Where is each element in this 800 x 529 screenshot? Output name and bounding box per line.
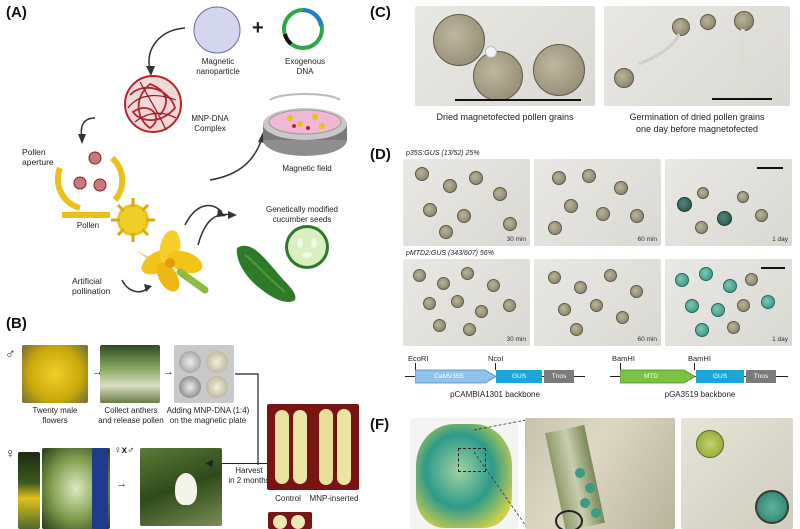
panel-c-label: (C): [370, 4, 391, 21]
pmtd2-30min-micrograph: 30 min: [403, 259, 530, 346]
anthers-photo: [100, 345, 160, 403]
harvest-arrow: [222, 463, 272, 464]
ncoi-site-label: NcoI: [488, 354, 504, 363]
scale-bar: [761, 267, 785, 269]
panel-a-label: (A): [6, 4, 27, 21]
time-label: 1 day: [772, 336, 788, 343]
twenty-male-flowers-label: Twenty male flowers: [32, 406, 78, 425]
arrow-icon: [148, 27, 186, 71]
germinated-pollen-micrograph: [604, 6, 790, 106]
female-symbol: ♀: [5, 445, 16, 461]
pmtd2-60min-micrograph: 60 min: [534, 259, 661, 346]
pollen-aperture-icon: [54, 151, 126, 218]
gm-seeds-label: Genetically modified cucumber seeds: [265, 205, 339, 224]
zoom-lines: [474, 419, 527, 527]
harvested-cucumbers-photo: [267, 404, 359, 490]
nanoparticle-label: Magnetic nanoparticle: [196, 57, 240, 76]
bamhi-site-label: BamHI: [612, 354, 635, 363]
time-label: 30 min: [506, 336, 526, 343]
pollen-grain-icon: [111, 198, 155, 242]
row1-title: p35S:GUS (13/52) 25%: [406, 150, 480, 157]
magnetic-plate-photo: [174, 345, 234, 403]
scale-bar: [455, 99, 581, 101]
mtd-promoter-arrow: [620, 369, 696, 384]
germination-caption: Germination of dried pollen grains one d…: [629, 112, 765, 134]
bamhi-site-label: BamHI: [688, 354, 711, 363]
site-tick: [495, 363, 496, 370]
cucumber-slice-photo: [268, 512, 312, 529]
p35s-60min-micrograph: 60 min: [534, 159, 661, 246]
magnetic-plate-icon: [263, 93, 347, 156]
ruler-photo: [92, 448, 108, 529]
construct2-backbone-label: pGA3519 backbone: [664, 390, 736, 399]
site-tick: [620, 363, 621, 370]
arrow-icon: →: [163, 366, 174, 378]
adding-mnp-label: Adding MNP-DNA (1:4) on the magnetic pla…: [166, 406, 250, 425]
cucumber-flower-icon: [135, 230, 209, 294]
exogenous-dna-label: Exogenous DNA: [284, 57, 326, 76]
camv35s-label: CaMV35S: [434, 373, 464, 380]
male-flowers-photo: [22, 345, 88, 403]
mnp-dna-complex-icon: [124, 75, 182, 133]
time-label: 30 min: [506, 236, 526, 243]
zoomed-ovary-micrograph: [525, 418, 675, 529]
scale-bar: [757, 167, 783, 169]
arrow-icon: ◀: [205, 458, 213, 469]
scale-bar: [712, 98, 772, 100]
control-label: Control: [275, 494, 301, 503]
panel-a-illustration: [54, 6, 347, 302]
arrow-icon: →: [116, 478, 127, 490]
collect-anthers-label: Collect anthers and release pollen: [98, 406, 164, 425]
p35s-1day-micrograph: 1 day: [665, 159, 792, 246]
cucumber-icon: [236, 225, 329, 302]
ecori-site-label: EcoRI: [408, 354, 429, 363]
pollen-label: Pollen: [76, 221, 100, 230]
panel-b-label: (B): [6, 315, 27, 332]
tnos-box: Tnos: [544, 370, 574, 383]
gus-pollen-micrograph: [681, 418, 793, 529]
panel-f-label: (F): [370, 416, 390, 433]
magnetic-field-label: Magnetic field: [282, 164, 332, 173]
tnos-box: Tnos: [746, 370, 776, 383]
construct1-backbone-label: pCAMBIA1301 backbone: [450, 390, 540, 399]
male-symbol: ♂: [5, 345, 16, 361]
time-label: 60 min: [637, 336, 657, 343]
gus-stained-ovary-photo: [410, 418, 518, 529]
gus-gene-box: GUS: [696, 370, 744, 383]
nanoparticle-icon: [193, 6, 241, 54]
pmtd2-1day-micrograph: 1 day: [665, 259, 792, 346]
dried-pollen-micrograph: [415, 6, 595, 106]
plasmid-dna-icon: [282, 8, 324, 50]
mnp-inserted-label: MNP-inserted: [309, 494, 359, 503]
time-label: 1 day: [772, 236, 788, 243]
arrow-icon: →: [92, 366, 103, 378]
pollinated-flower-photo: [140, 448, 222, 526]
pollen-aperture-label: Pollen aperture: [22, 147, 54, 167]
female-flower-photo: [18, 452, 40, 529]
p35s-30min-micrograph: 30 min: [403, 159, 530, 246]
plus-sign: +: [252, 17, 264, 39]
site-tick: [694, 363, 695, 370]
mtd-label: MTD: [643, 373, 659, 380]
camv35s-promoter-arrow: [415, 369, 497, 384]
connector-line: [235, 373, 259, 465]
artificial-pollination-label: Artificial pollination: [72, 276, 111, 296]
panel-d-label: (D): [370, 146, 391, 163]
time-label: 60 min: [637, 236, 657, 243]
mnp-dna-complex-label: MNP-DNA Complex: [191, 114, 229, 133]
row2-title: pMTD2:GUS (343/607) 56%: [406, 250, 494, 257]
gus-gene-box: GUS: [496, 370, 542, 383]
dried-pollen-caption: Dried magnetofected pollen grains: [436, 112, 574, 122]
harvest-label: Harvest in 2 months: [228, 466, 270, 485]
cross-symbol: ♀x♂: [114, 445, 135, 456]
site-tick: [415, 363, 416, 370]
